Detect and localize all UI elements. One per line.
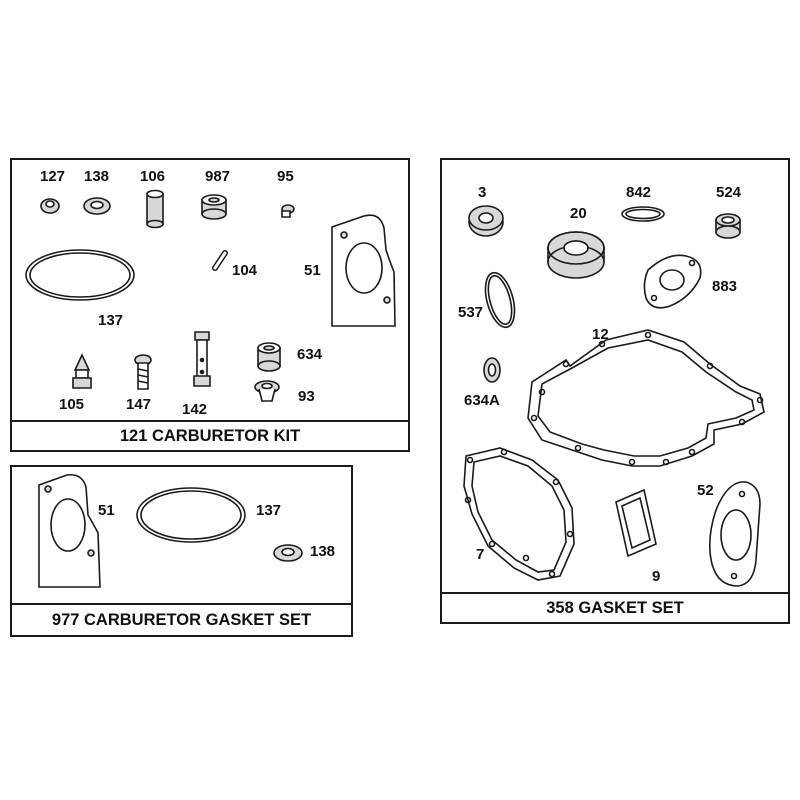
gasket-set-parts-drawing (442, 160, 788, 594)
label-842: 842 (626, 184, 652, 201)
part-51-gasket (332, 215, 395, 326)
part-634-bushing (258, 343, 280, 371)
part-95-screw (282, 205, 294, 217)
part-20-seal (548, 232, 604, 278)
label-51: 51 (304, 262, 321, 279)
gasket-set-panel: 3 842 524 20 537 883 12 634A 52 7 9 358 … (440, 158, 790, 624)
carburetor-gasket-set-panel: 51 137 138 977 CARBURETOR GASKET SET (10, 465, 353, 637)
part-842-ring (622, 207, 664, 221)
carburetor-gasket-set-parts-drawing (12, 467, 351, 605)
part-3-seal (469, 206, 503, 236)
label-9: 9 (652, 568, 661, 585)
label-7: 7 (476, 546, 485, 563)
part-51-gasket (39, 475, 100, 587)
label-3: 3 (478, 184, 487, 201)
label-127: 127 (40, 168, 66, 185)
label-537: 537 (458, 304, 484, 321)
part-537-oring (480, 270, 520, 331)
part-142-tube (194, 332, 210, 386)
part-7-gasket (464, 448, 574, 580)
part-93-cap (255, 381, 279, 401)
part-147-screw (135, 355, 151, 389)
label-137: 137 (98, 312, 124, 329)
part-105-needle (73, 355, 91, 388)
label-105: 105 (59, 396, 85, 413)
carburetor-kit-panel: 127 138 106 987 95 104 51 137 105 147 14… (10, 158, 410, 452)
label-20: 20 (570, 205, 587, 222)
label-52: 52 (697, 482, 714, 499)
part-106-bushing (147, 191, 163, 228)
carburetor-gasket-set-title: 977 CARBURETOR GASKET SET (12, 603, 351, 635)
part-138-washer (274, 545, 302, 561)
part-883-gasket (644, 255, 700, 308)
carburetor-kit-parts-drawing (12, 160, 408, 422)
label-147: 147 (126, 396, 152, 413)
label-883: 883 (712, 278, 738, 295)
part-127-cap (41, 199, 59, 213)
label-987: 987 (205, 168, 231, 185)
label-634: 634 (297, 346, 323, 363)
gasket-set-title: 358 GASKET SET (442, 592, 788, 622)
label-104: 104 (232, 262, 258, 279)
label-106: 106 (140, 168, 166, 185)
label-634a: 634A (464, 392, 500, 409)
part-138-washer (84, 198, 110, 214)
label-138: 138 (310, 543, 336, 560)
part-634a-seal (484, 358, 500, 382)
part-137-oring (26, 250, 134, 300)
label-51: 51 (98, 502, 115, 519)
label-93: 93 (298, 388, 315, 405)
part-137-oring (137, 488, 245, 542)
label-524: 524 (716, 184, 742, 201)
part-52-gasket (710, 482, 760, 586)
part-9-gasket (616, 490, 656, 556)
part-524-seal (716, 214, 740, 238)
label-95: 95 (277, 168, 294, 185)
part-12-gasket (528, 330, 764, 466)
part-987-ring (202, 195, 226, 219)
carburetor-kit-title: 121 CARBURETOR KIT (12, 420, 408, 450)
label-138: 138 (84, 168, 110, 185)
label-12: 12 (592, 326, 609, 343)
label-137: 137 (256, 502, 282, 519)
label-142: 142 (182, 401, 208, 418)
